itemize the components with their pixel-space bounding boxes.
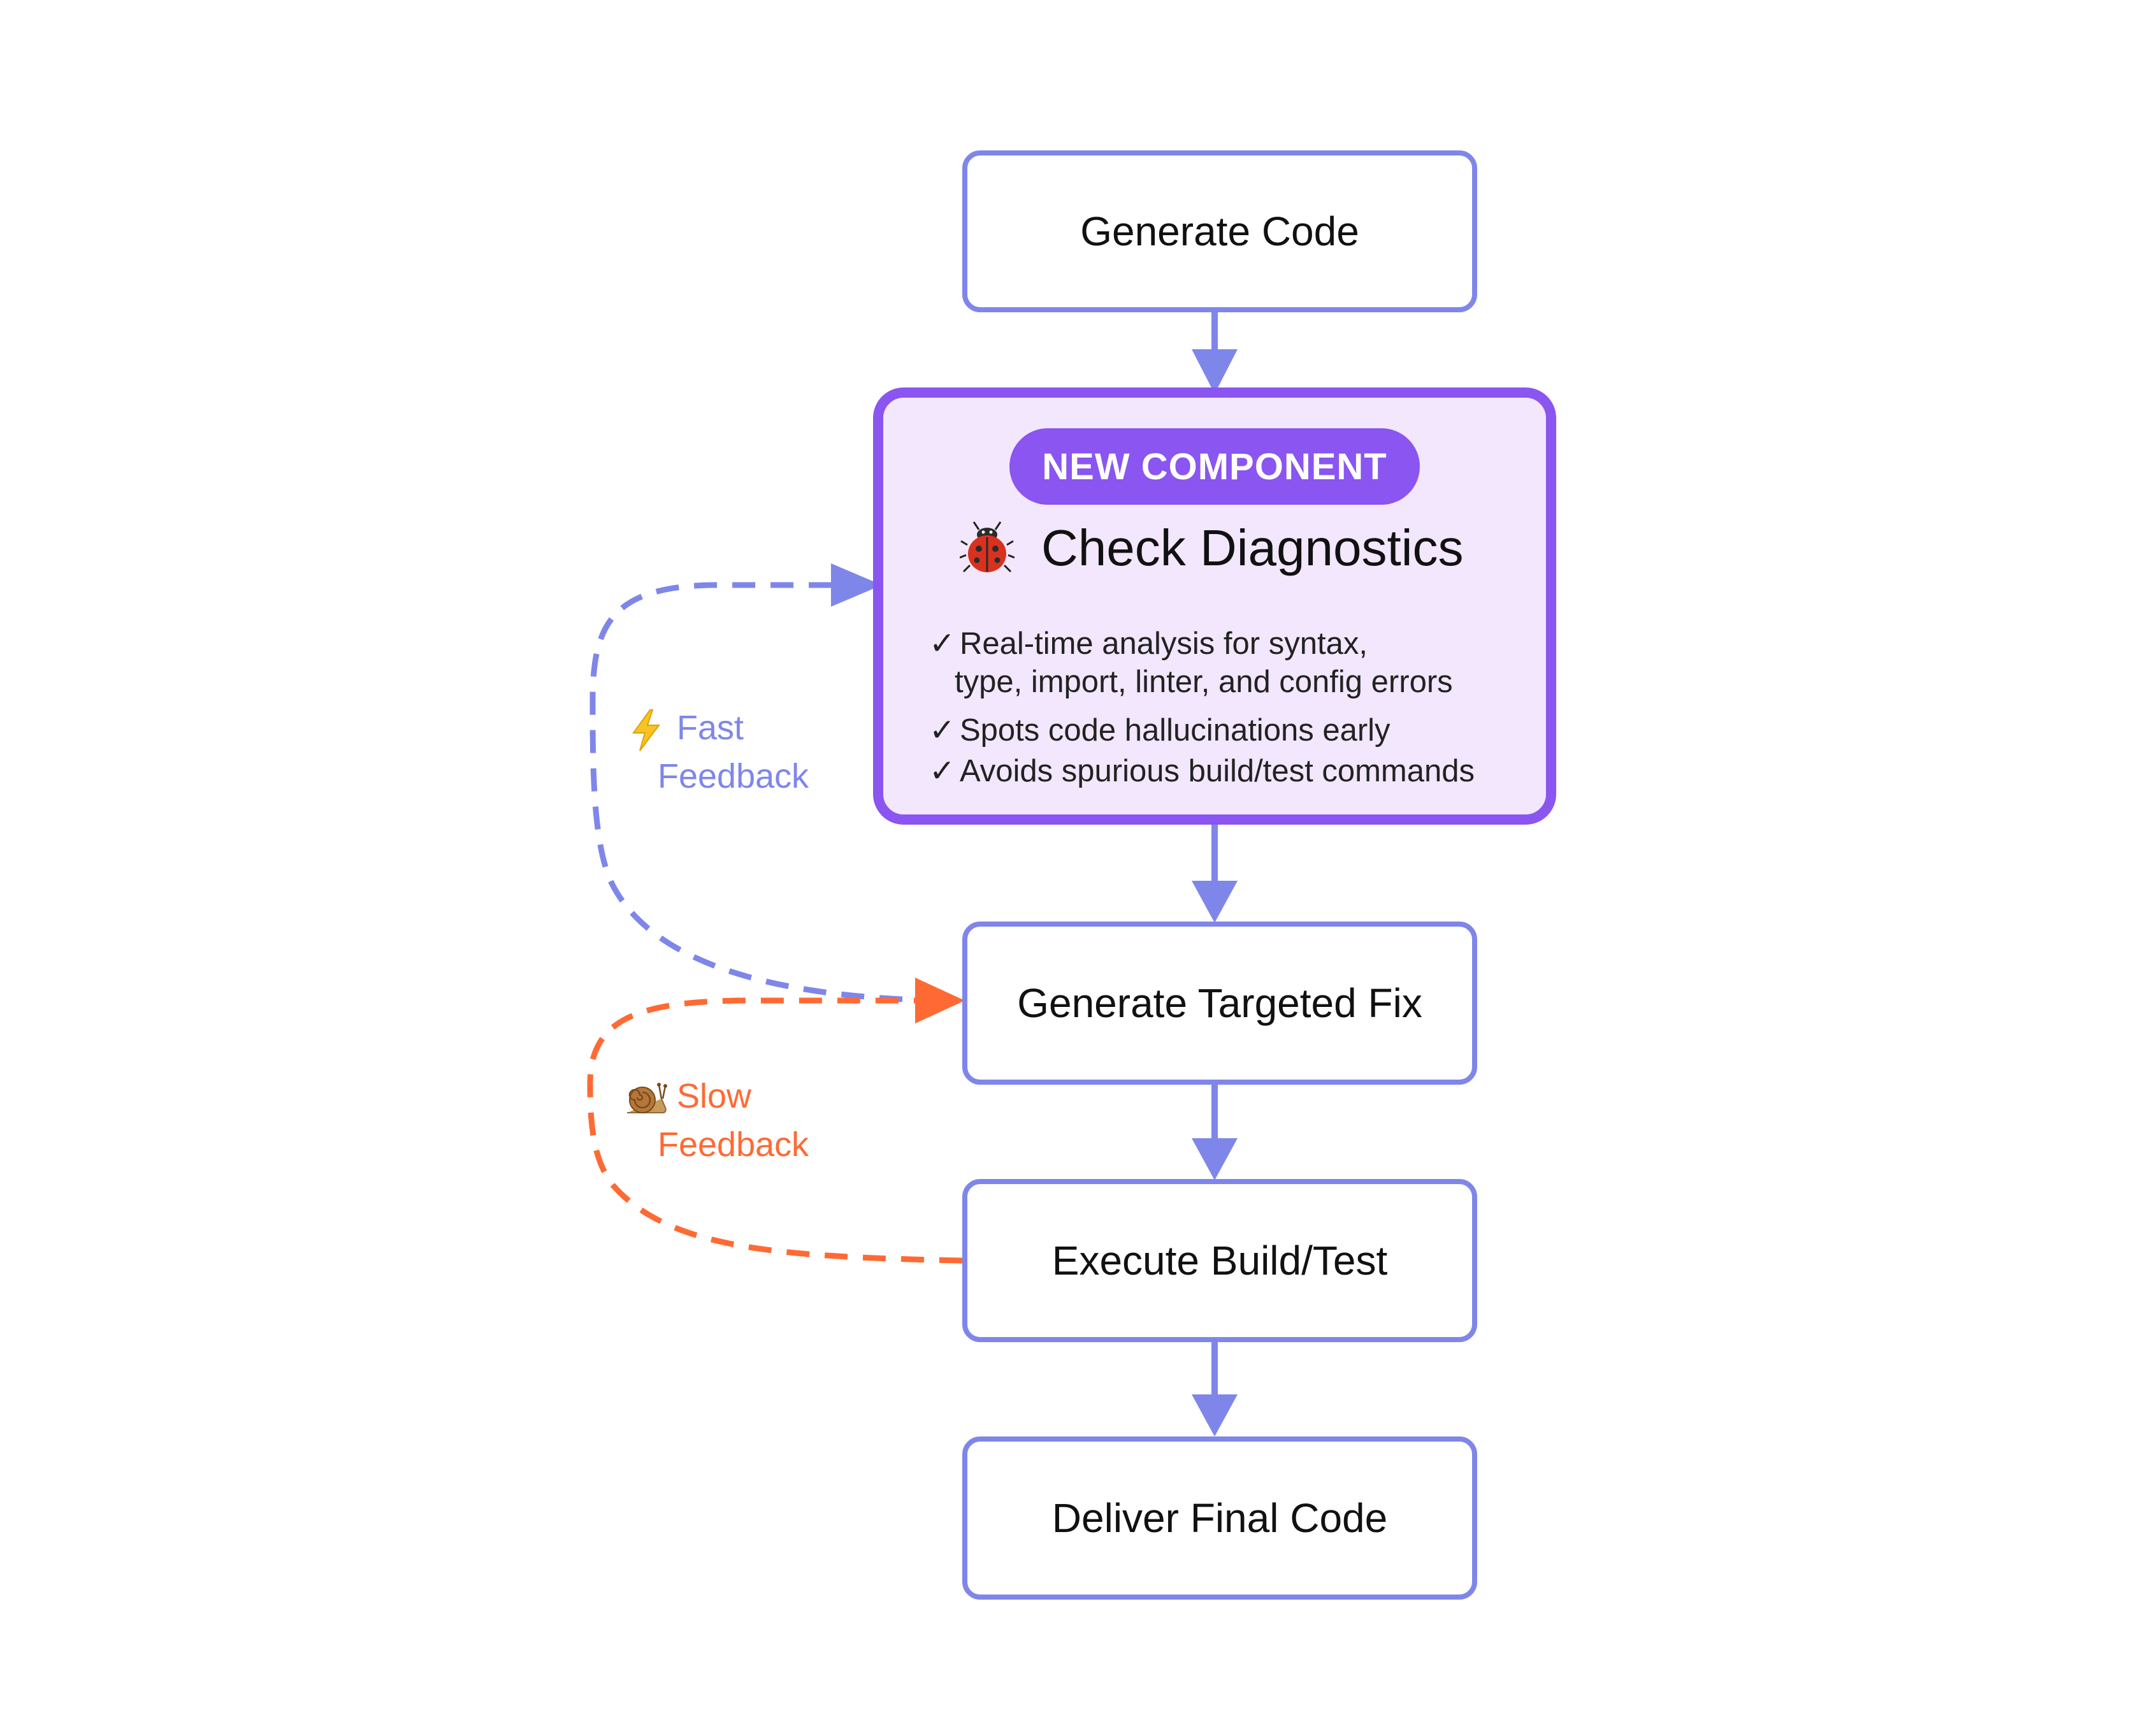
check-icon: ✓ (929, 626, 956, 661)
deliver-code-label: Deliver Final Code (1051, 1495, 1388, 1541)
bullet-text: type, import, linter, and config errors (955, 665, 1453, 699)
lightning-icon (632, 709, 660, 751)
generate-fix-node: Generate Targeted Fix (962, 922, 1477, 1085)
slow-feedback-line1: Slow (677, 1077, 752, 1115)
fast-feedback-loop (589, 563, 903, 1002)
arrow-diagnostics-to-fix (1192, 825, 1238, 923)
new-component-badge: NEW COMPONENT (1009, 428, 1420, 505)
arrow-generate-to-diagnostics (1192, 311, 1238, 394)
check-icon: ✓ (929, 713, 956, 748)
diagnostics-title: Check Diagnostics (960, 516, 1464, 580)
generate-code-label: Generate Code (1080, 208, 1359, 254)
ladybug-icon (960, 521, 1015, 573)
diagnostics-title-text: Check Diagnostics (1041, 519, 1464, 576)
arrow-build-to-deliver (1192, 1340, 1238, 1436)
snail-icon (627, 1082, 667, 1113)
bullet-text: Avoids spurious build/test commands (960, 754, 1475, 788)
bullet-text: Spots code hallucinations early (960, 713, 1391, 748)
bullet-item: ✓Real-time analysis for syntax, (929, 625, 1368, 663)
deliver-code-node: Deliver Final Code (962, 1436, 1477, 1600)
arrow-fix-to-build (1192, 1083, 1238, 1180)
slow-feedback-line2: Feedback (658, 1125, 809, 1164)
fast-feedback-line2: Feedback (658, 757, 809, 795)
slow-feedback-loop (587, 978, 965, 1264)
slow-feedback-label: Slow Feedback (625, 1072, 809, 1169)
fast-feedback-arrowhead (831, 563, 882, 607)
bullet-item: ✓Spots code hallucinations early (929, 711, 1391, 749)
check-icon: ✓ (929, 754, 956, 788)
check-diagnostics-node: NEW COMPONENT Check Diagnostics ✓Real-ti… (873, 387, 1556, 825)
generate-fix-label: Generate Targeted Fix (1017, 980, 1422, 1026)
execute-build-label: Execute Build/Test (1051, 1238, 1388, 1284)
slow-feedback-arrowhead (915, 978, 965, 1024)
fast-feedback-label: Fast Feedback (625, 704, 809, 800)
bullet-item: ✓Avoids spurious build/test commands (929, 752, 1475, 790)
bullet-text: Real-time analysis for syntax, (960, 626, 1368, 661)
bullet-item-continuation: type, import, linter, and config errors (929, 663, 1453, 701)
fast-feedback-line1: Fast (677, 709, 744, 747)
generate-code-node: Generate Code (962, 150, 1477, 312)
execute-build-node: Execute Build/Test (962, 1179, 1477, 1342)
